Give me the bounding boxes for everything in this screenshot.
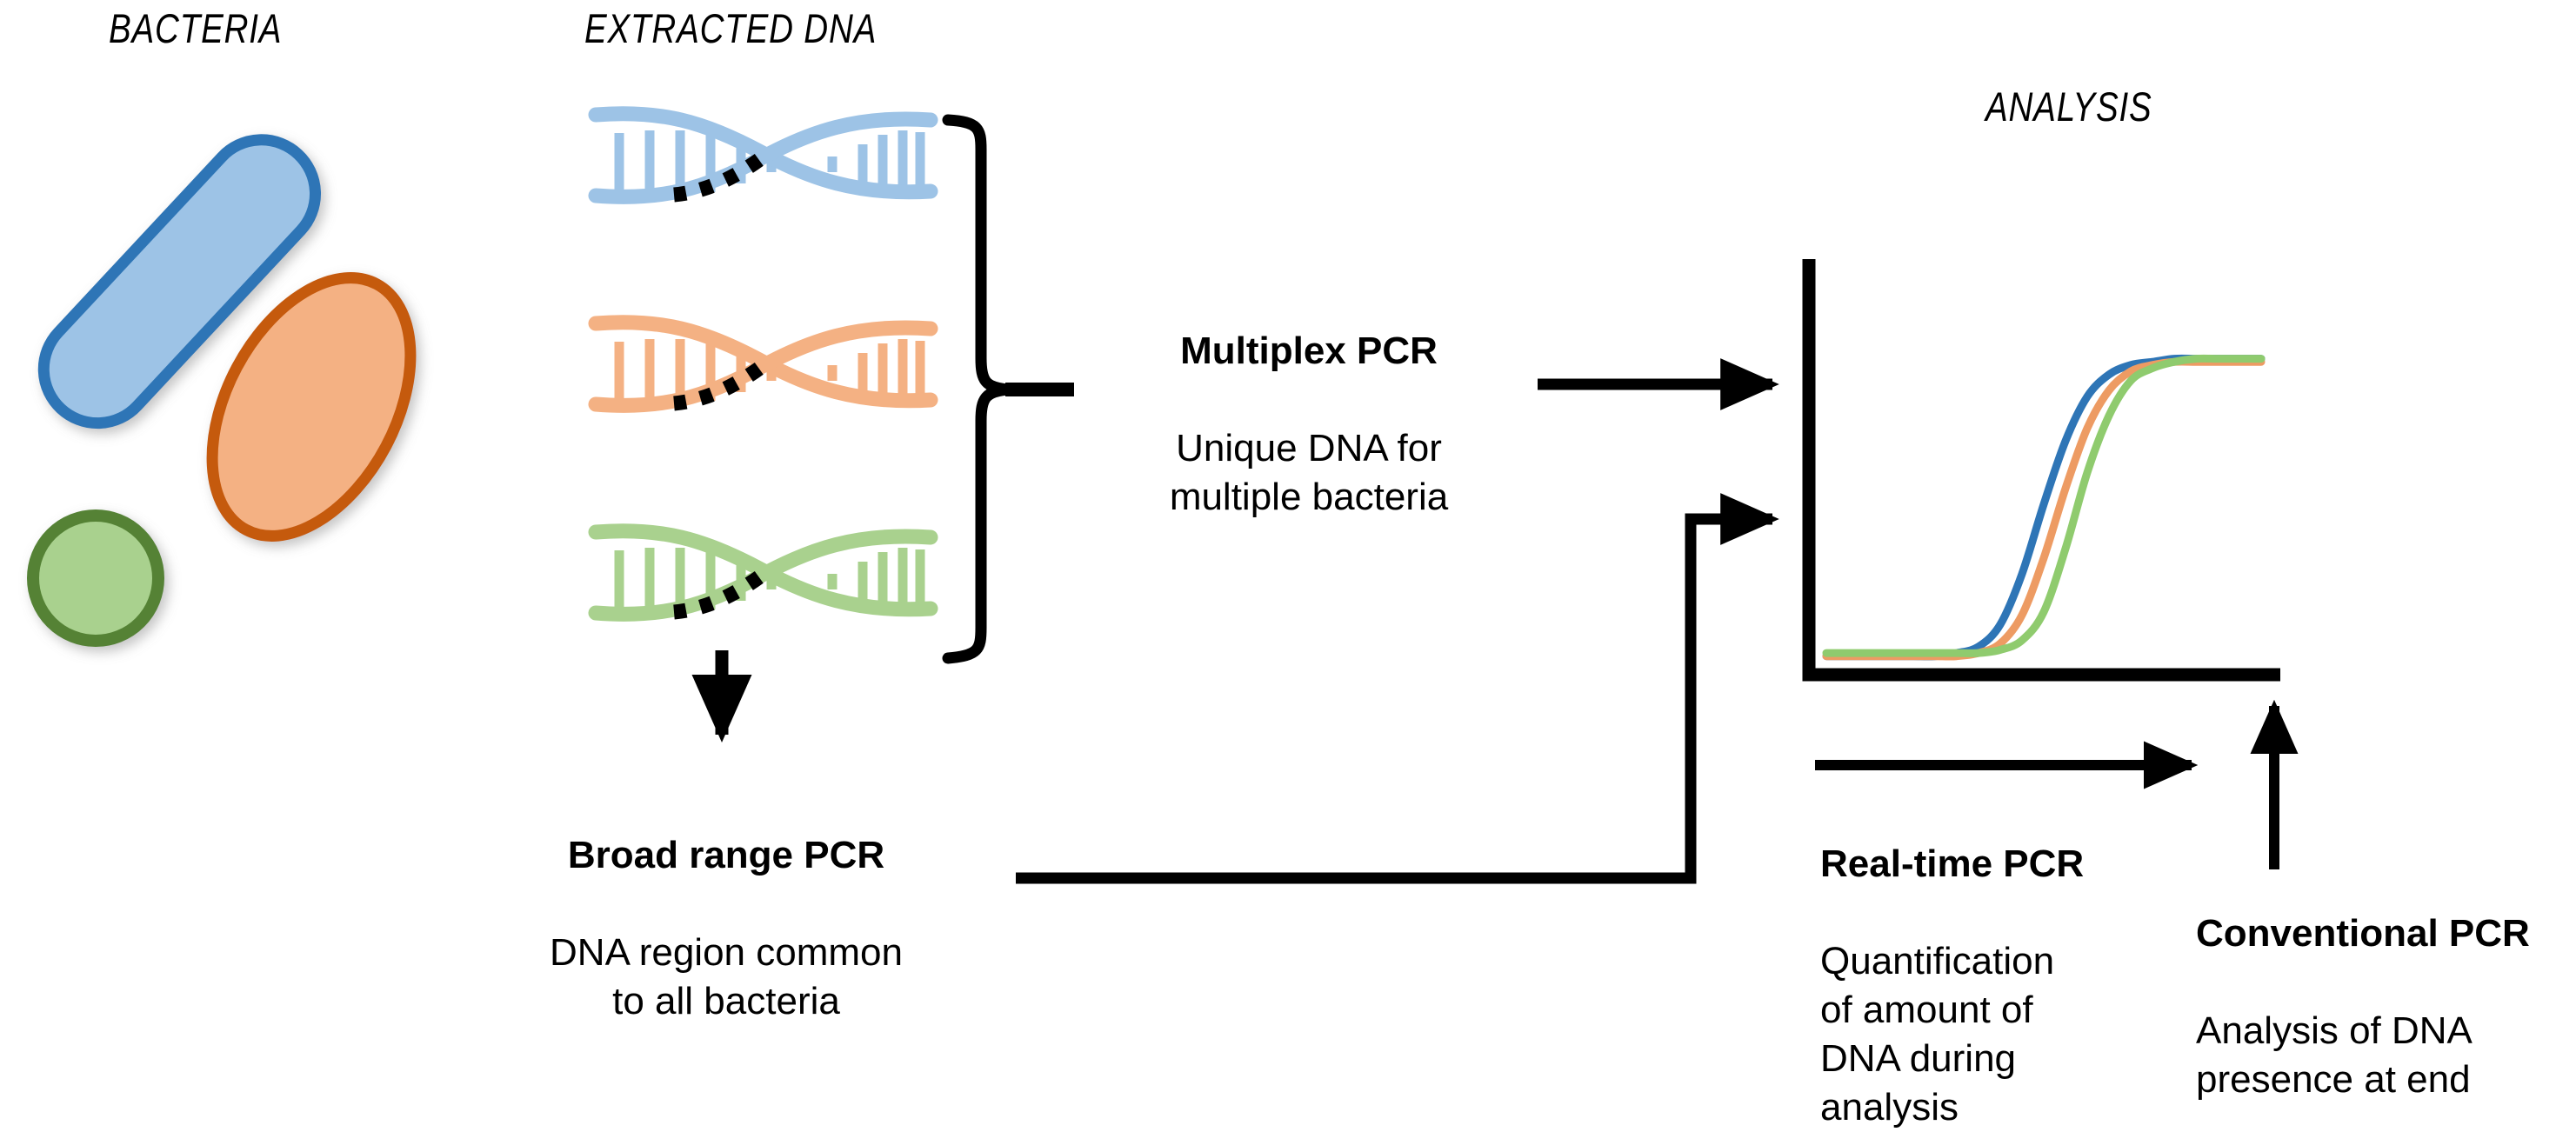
step-conventional: Conventional PCR Analysis of DNA presenc… — [2196, 861, 2570, 1104]
coccus-bacterium — [27, 509, 164, 647]
header-bacteria: BACTERIA — [109, 5, 283, 51]
step-conventional-title: Conventional PCR — [2196, 912, 2530, 955]
step-broad-range: Broad range PCR DNA region common to all… — [491, 782, 961, 1026]
connectors-group — [691, 114, 2299, 884]
diagram-canvas: BACTERIA EXTRACTED DNA ANALYSIS — [27, 5, 2530, 1129]
step-broad-range-body: DNA region common to all bacteria — [550, 931, 903, 1022]
dna-group — [588, 106, 938, 622]
step-broad-range-title: Broad range PCR — [567, 834, 885, 876]
header-analysis: ANALYSIS — [1985, 83, 2152, 130]
header-extracted-dna: EXTRACTED DNA — [584, 5, 878, 51]
dna-helix-orange — [588, 315, 938, 413]
dna-helix-green — [588, 523, 938, 622]
step-multiplex-title: Multiplex PCR — [1180, 330, 1438, 372]
chart-axes — [1802, 259, 2280, 682]
step-conventional-body: Analysis of DNA presence at end — [2196, 1009, 2473, 1101]
arrow-broad-range-to-chart — [1016, 493, 1779, 884]
dna-helix-blue — [588, 106, 938, 204]
ellipse-bacterium — [206, 272, 417, 542]
analysis-chart — [1802, 259, 2280, 682]
curve-green — [1822, 354, 2266, 657]
step-real-time-title: Real-time PCR — [1820, 842, 2085, 885]
step-multiplex: Multiplex PCR Unique DNA for multiple ba… — [1091, 278, 1526, 522]
amplification-curves — [1822, 354, 2266, 661]
step-multiplex-body: Unique DNA for multiple bacteria — [1169, 427, 1449, 518]
bacteria-group — [27, 134, 417, 647]
rod-shaped-bacterium — [37, 134, 322, 429]
